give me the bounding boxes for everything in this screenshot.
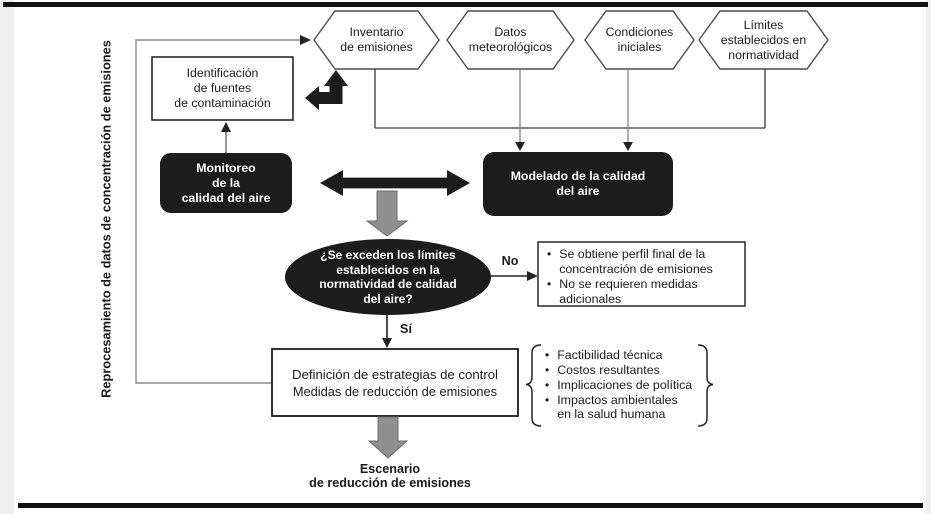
decision-question: ¿Se exceden los límites establecidos en … bbox=[319, 248, 457, 306]
list-item: • Se obtiene perfil final de la concentr… bbox=[547, 247, 713, 276]
hexagon-datos bbox=[446, 10, 575, 70]
strategy-box-title: Definición de estrategias de control bbox=[292, 366, 498, 382]
list-item: • No se requieren medidas adicionales bbox=[547, 277, 698, 306]
page-edge-left bbox=[0, 0, 14, 514]
strategy-box-shape bbox=[271, 348, 519, 417]
hexagon-inventario bbox=[313, 10, 440, 70]
monitoring-box-label: Monitoreo de la calidad del aire bbox=[181, 160, 271, 205]
modeling-box-label: Modelado de la calidad del aire bbox=[510, 169, 646, 198]
monitoring-modeling-double-arrow bbox=[320, 170, 470, 196]
list-item: • Impactos ambientales en la salud human… bbox=[545, 393, 678, 422]
decision-ellipse-shape bbox=[285, 239, 491, 315]
feedback-loop-arrow bbox=[135, 35, 311, 384]
input-bus-lines bbox=[374, 69, 766, 129]
strategy-box-subtitle: Medidas de reducción de emisiones bbox=[292, 383, 498, 399]
no-branch-label: No bbox=[501, 253, 519, 268]
bullet-icon: • bbox=[545, 363, 550, 377]
input-drop-arrows bbox=[515, 69, 633, 151]
left-brace bbox=[525, 344, 542, 427]
hexagon-shapes bbox=[313, 10, 829, 70]
yes-branch-arrow bbox=[382, 315, 392, 348]
hexagon-limites-label: Límites establecidos en normatividad bbox=[720, 17, 807, 62]
down-arrow-to-decision bbox=[365, 190, 409, 237]
no-outcome-box-shape bbox=[537, 241, 746, 307]
bullet-icon: • bbox=[545, 393, 550, 407]
right-brace bbox=[697, 344, 714, 427]
bullet-icon: • bbox=[545, 348, 550, 362]
bottom-rule bbox=[18, 503, 923, 508]
down-arrow-to-outcome bbox=[367, 416, 409, 459]
left-rail-label: Reprocesamiento de datos de concentració… bbox=[98, 40, 114, 398]
list-item: • Costos resultantes bbox=[545, 363, 660, 377]
hexagon-condiciones-label: Condiciones iniciales bbox=[605, 25, 674, 54]
hexagon-limites bbox=[698, 10, 829, 70]
monitoring-box-shape bbox=[160, 153, 292, 213]
bullet-icon: • bbox=[547, 277, 552, 291]
bullet-icon: • bbox=[547, 247, 552, 261]
final-outcome-label: Escenario de reducción de emisiones bbox=[309, 461, 471, 491]
strategy-box-label: Definición de estrategias de control Med… bbox=[272, 349, 518, 416]
identification-box-shape bbox=[151, 56, 294, 121]
hexagon-condiciones bbox=[584, 10, 695, 70]
criteria-braces bbox=[525, 344, 714, 427]
list-item: • Implicaciones de política bbox=[545, 378, 693, 392]
top-rule bbox=[3, 2, 928, 7]
identification-box-label: Identificación de fuentes de contaminaci… bbox=[174, 66, 271, 110]
page-edge-right bbox=[926, 0, 931, 514]
hexagon-inventario-label: Inventario de emisiones bbox=[340, 25, 413, 54]
no-outcome-list: • Se obtiene perfil final de la concentr… bbox=[547, 247, 739, 307]
bullet-icon: • bbox=[545, 378, 550, 392]
hexagon-datos-label: Datos meteorológicos bbox=[468, 25, 553, 54]
modeling-box-shape bbox=[483, 152, 673, 216]
yes-branch-label: Sí bbox=[400, 321, 412, 336]
criteria-list: • Factibilidad técnica • Costos resultan… bbox=[545, 348, 703, 422]
monitoring-to-identification-arrow bbox=[221, 122, 231, 153]
list-item: • Factibilidad técnica bbox=[545, 348, 663, 362]
elbow-double-arrow bbox=[305, 70, 348, 110]
no-branch-arrow bbox=[491, 271, 538, 281]
